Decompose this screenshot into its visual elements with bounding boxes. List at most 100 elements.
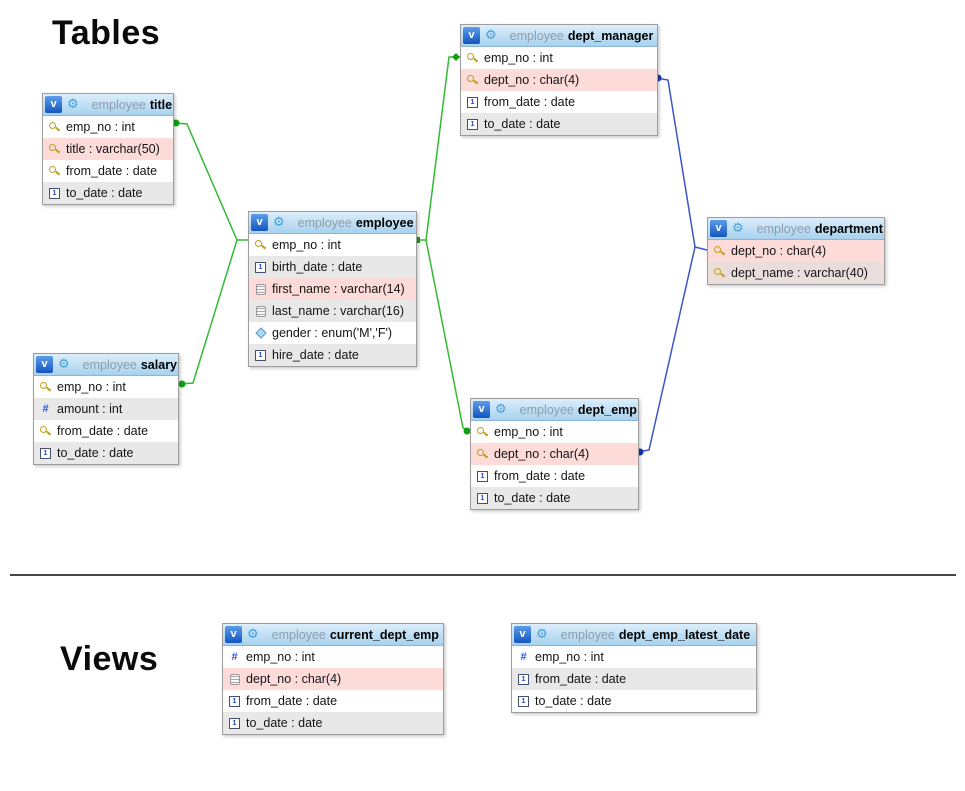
relationship-line-salary-employee[interactable] xyxy=(180,239,238,385)
column-label: dept_name : varchar(40) xyxy=(731,266,868,280)
column-row[interactable]: last_name : varchar(16) xyxy=(249,300,416,322)
column-type-glyph xyxy=(255,305,266,317)
table-columns: # emp_no : int 1 from_date : date 1 to_d… xyxy=(512,646,756,712)
column-row[interactable]: from_date : date xyxy=(34,420,178,442)
column-row[interactable]: title : varchar(50) xyxy=(43,138,173,160)
column-row[interactable]: from_date : date xyxy=(43,160,173,182)
column-row[interactable]: emp_no : int xyxy=(461,47,657,69)
column-row[interactable]: dept_no : char(4) xyxy=(461,69,657,91)
date-icon: 1 xyxy=(476,492,489,505)
column-label: emp_no : int xyxy=(66,120,135,134)
table-department[interactable]: v ⚙ employee department dept_no : char(4… xyxy=(707,217,885,285)
column-type-glyph: # xyxy=(231,650,238,663)
table-columns: # emp_no : int dept_no : char(4) 1 from_… xyxy=(223,646,443,734)
column-row[interactable]: 1 to_date : date xyxy=(512,690,756,712)
table-columns: emp_no : int # amount : int from_date : … xyxy=(34,376,178,464)
column-row[interactable]: # amount : int xyxy=(34,398,178,420)
table-name: dept_manager xyxy=(567,28,654,43)
table-employee[interactable]: v ⚙ employee employee emp_no : int 1 bir… xyxy=(248,211,417,367)
key-icon xyxy=(476,426,489,439)
text-icon xyxy=(254,305,267,318)
gear-icon: ⚙ xyxy=(273,215,285,230)
schema-name: employee xyxy=(756,221,811,236)
table-columns: emp_no : int dept_no : char(4) 1 from_da… xyxy=(461,47,657,135)
schema-name: employee xyxy=(509,28,564,43)
column-row[interactable]: emp_no : int xyxy=(249,234,416,256)
column-row[interactable]: 1 to_date : date xyxy=(223,712,443,734)
relationship-line-title-employee[interactable] xyxy=(174,122,248,241)
table-title[interactable]: v ⚙ employee title emp_no : int title : … xyxy=(42,93,174,205)
column-row[interactable]: 1 from_date : date xyxy=(471,465,638,487)
column-row[interactable]: 1 to_date : date xyxy=(471,487,638,509)
column-type-glyph xyxy=(229,673,240,685)
table-header[interactable]: v ⚙ employee employee xyxy=(249,212,416,234)
column-label: dept_no : char(4) xyxy=(494,447,590,461)
table-header[interactable]: v ⚙ employee dept_manager xyxy=(461,25,657,47)
relationship-line-employee-dept_manager[interactable] xyxy=(415,56,460,241)
column-label: dept_no : char(4) xyxy=(246,672,342,686)
column-label: emp_no : int xyxy=(494,425,563,439)
column-type-glyph xyxy=(49,165,60,174)
table-header[interactable]: v ⚙ employee dept_emp_latest_date xyxy=(512,624,756,646)
view-current_dept_emp[interactable]: v ⚙ employee current_dept_emp # emp_no :… xyxy=(222,623,444,735)
column-label: to_date : date xyxy=(494,491,571,505)
table-header[interactable]: v ⚙ employee title xyxy=(43,94,173,116)
column-row[interactable]: # emp_no : int xyxy=(223,646,443,668)
column-row[interactable]: emp_no : int xyxy=(43,116,173,138)
column-label: emp_no : int xyxy=(57,380,126,394)
table-dept_manager[interactable]: v ⚙ employee dept_manager emp_no : int d… xyxy=(460,24,658,136)
column-row[interactable]: first_name : varchar(14) xyxy=(249,278,416,300)
column-label: title : varchar(50) xyxy=(66,142,160,156)
column-type-glyph: 1 xyxy=(229,695,240,707)
schema-name: employee xyxy=(82,357,137,372)
gear-icon: ⚙ xyxy=(58,357,70,372)
schema-name: employee xyxy=(271,627,326,642)
column-row[interactable]: 1 birth_date : date xyxy=(249,256,416,278)
column-row[interactable]: dept_no : char(4) xyxy=(471,443,638,465)
column-type-glyph xyxy=(477,448,488,457)
column-row[interactable]: dept_name : varchar(40) xyxy=(708,262,884,284)
relationship-line-dept_manager-department[interactable] xyxy=(655,77,708,251)
relationship-line-dept_emp-department[interactable] xyxy=(636,246,696,453)
column-row[interactable]: 1 to_date : date xyxy=(34,442,178,464)
table-columns: emp_no : int 1 birth_date : date first_n… xyxy=(249,234,416,366)
section-divider-line xyxy=(10,574,956,576)
column-row[interactable]: 1 from_date : date xyxy=(223,690,443,712)
table-header[interactable]: v ⚙ employee salary xyxy=(34,354,178,376)
column-row[interactable]: dept_no : char(4) xyxy=(708,240,884,262)
text-icon xyxy=(228,673,241,686)
column-row[interactable]: emp_no : int xyxy=(34,376,178,398)
view-badge-icon: v xyxy=(251,214,268,231)
column-row[interactable]: 1 from_date : date xyxy=(512,668,756,690)
table-salary[interactable]: v ⚙ employee salary emp_no : int # amoun… xyxy=(33,353,179,465)
column-type-glyph: 1 xyxy=(255,261,266,273)
column-row[interactable]: # emp_no : int xyxy=(512,646,756,668)
key-icon xyxy=(466,52,479,65)
gear-icon: ⚙ xyxy=(495,402,507,417)
column-row[interactable]: 1 hire_date : date xyxy=(249,344,416,366)
gear-icon: ⚙ xyxy=(732,221,744,236)
table-header[interactable]: v ⚙ employee department xyxy=(708,218,884,240)
table-header[interactable]: v ⚙ employee current_dept_emp xyxy=(223,624,443,646)
column-row[interactable]: dept_no : char(4) xyxy=(223,668,443,690)
table-header[interactable]: v ⚙ employee dept_emp xyxy=(471,399,638,421)
column-row[interactable]: 1 to_date : date xyxy=(43,182,173,204)
relationship-line-employee-dept_emp[interactable] xyxy=(425,239,471,432)
table-dept_emp[interactable]: v ⚙ employee dept_emp emp_no : int dept_… xyxy=(470,398,639,510)
column-type-glyph xyxy=(49,143,60,152)
column-label: last_name : varchar(16) xyxy=(272,304,405,318)
column-row[interactable]: 1 from_date : date xyxy=(461,91,657,113)
enum-icon xyxy=(254,327,267,340)
column-row[interactable]: 1 to_date : date xyxy=(461,113,657,135)
num-icon: # xyxy=(228,651,241,664)
connector-endpoint xyxy=(414,237,420,243)
column-row[interactable]: gender : enum('M','F') xyxy=(249,322,416,344)
key-icon xyxy=(48,143,61,156)
schema-name: employee xyxy=(560,627,615,642)
column-row[interactable]: emp_no : int xyxy=(471,421,638,443)
column-label: emp_no : int xyxy=(246,650,315,664)
view-dept_emp_latest_date[interactable]: v ⚙ employee dept_emp_latest_date # emp_… xyxy=(511,623,757,713)
key-icon xyxy=(48,121,61,134)
date-icon: 1 xyxy=(517,673,530,686)
